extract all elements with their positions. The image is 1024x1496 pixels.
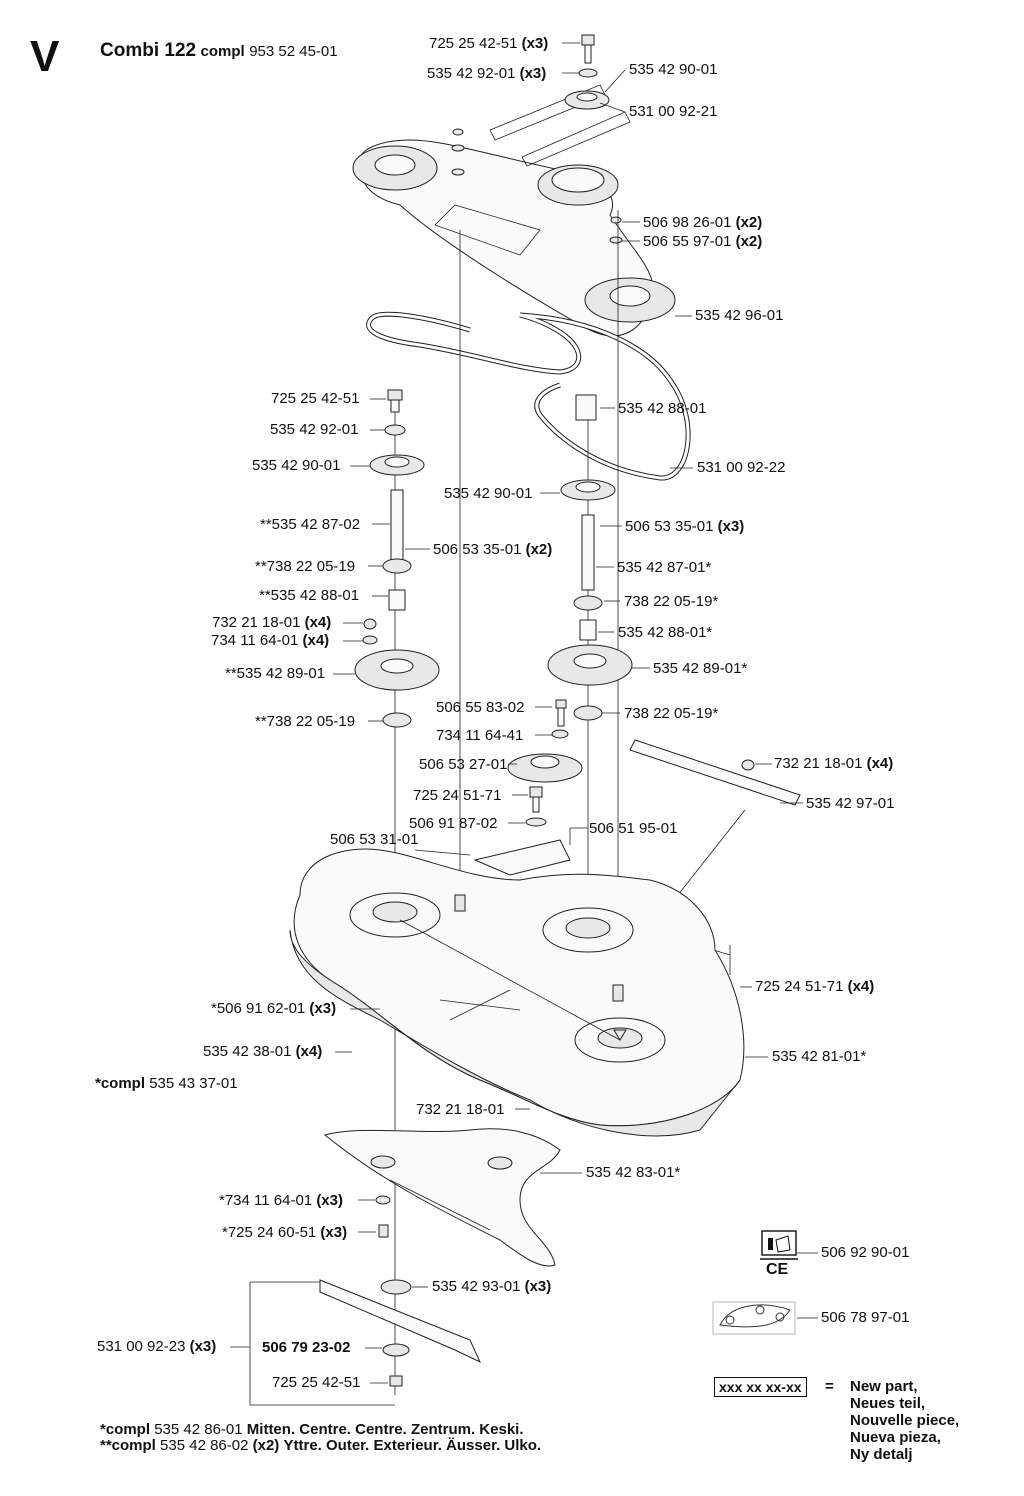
part-label: **535 42 88-01 (259, 587, 360, 604)
part-label: *734 11 64-01 (x3) (219, 1192, 343, 1209)
new-part-legend-box: xxx xx xx-xx (714, 1377, 807, 1397)
baffle-plate-drawing (323, 1128, 561, 1267)
part-label: 738 22 05-19* (624, 705, 719, 722)
blade-drawing (249, 1195, 482, 1406)
v-belt-drawing (366, 311, 691, 481)
part-label: 732 21 18-01 (x4) (212, 614, 332, 631)
part-label: 725 25 42-51 (272, 1374, 361, 1391)
part-label: 738 22 05-19* (624, 593, 719, 610)
compl-number: 953 52 45-01 (249, 43, 338, 60)
part-label: 506 55 83-02 (436, 699, 525, 716)
part-label: 506 53 35-01 (x3) (625, 518, 745, 535)
manual-ce-symbol (760, 1230, 798, 1260)
section-letter: V (30, 32, 60, 81)
part-label: 506 78 97-01 (821, 1309, 910, 1326)
part-label: 506 53 27-01 (419, 756, 508, 773)
legend-line: Nueva pieza, (850, 1429, 941, 1446)
model-name: Combi 122 (100, 40, 197, 61)
belt-cover-drawing (352, 84, 676, 337)
part-label: 506 53 35-01 (x2) (433, 541, 553, 558)
belt-routing-decal (712, 1301, 796, 1335)
part-label: 535 42 92-01 (270, 421, 359, 438)
part-label: **535 42 89-01 (225, 665, 326, 682)
legend-line: New part, (850, 1378, 918, 1395)
part-label: 535 42 90-01 (629, 61, 718, 78)
mower-deck-drawing (289, 848, 745, 1137)
part-label: 535 42 97-01 (806, 795, 895, 812)
part-label: 531 00 92-22 (697, 459, 786, 476)
part-label: 535 42 81-01* (772, 1048, 867, 1065)
footnote-centre: *compl 535 42 86-01 Mitten. Centre. Cent… (100, 1421, 524, 1438)
part-label: 725 24 51-71 (413, 787, 502, 804)
part-label: 535 42 89-01* (653, 660, 748, 677)
part-label: 535 42 90-01 (444, 485, 533, 502)
part-label: 506 92 90-01 (821, 1244, 910, 1261)
top-hardware-drawing (451, 34, 623, 244)
legend-line: Ny detalj (850, 1446, 913, 1463)
part-label: **738 22 05-19 (255, 558, 356, 575)
legend-line: Neues teil, (850, 1395, 926, 1412)
part-label: 535 42 87-01* (617, 559, 712, 576)
part-label: 734 11 64-41 (436, 727, 524, 744)
part-label: 725 25 42-51 (271, 390, 360, 407)
part-label: 535 42 92-01 (x3) (427, 65, 547, 82)
legend-equals: = (825, 1378, 834, 1395)
ce-mark: CE (766, 1261, 789, 1278)
leader-lines (230, 42, 818, 1384)
compl-word: compl (200, 43, 245, 60)
part-label: **535 42 87-02 (260, 516, 361, 533)
legend-line: Nouvelle piece, (850, 1412, 960, 1429)
part-label: 506 51 95-01 (589, 820, 678, 837)
part-label: 535 42 90-01 (252, 457, 341, 474)
part-label: 535 42 93-01 (x3) (432, 1278, 552, 1295)
part-label: 531 00 92-23 (x3) (97, 1338, 217, 1355)
diagram-title: Combi 122 compl 953 52 45-01 (100, 40, 338, 62)
part-label: *725 24 60-51 (x3) (222, 1224, 348, 1241)
part-label: 725 25 42-51 (x3) (429, 35, 549, 52)
part-label: **738 22 05-19 (255, 713, 356, 730)
part-label: 732 21 18-01 (x4) (774, 755, 894, 772)
part-label-new: 506 79 23-02 (262, 1339, 351, 1356)
part-label: 531 00 92-21 (629, 103, 718, 120)
part-label: 732 21 18-01 (416, 1101, 505, 1118)
part-label: 506 55 97-01 (x2) (643, 233, 763, 250)
part-label: 535 42 88-01 (618, 400, 707, 417)
part-label: 725 24 51-71 (x4) (755, 978, 875, 995)
part-label: 506 98 26-01 (x2) (643, 214, 763, 231)
left-spindle-drawing (354, 389, 440, 1395)
part-label: 506 53 31-01 (330, 831, 419, 848)
center-spindle-drawing (414, 210, 633, 1000)
part-label: 535 42 96-01 (695, 307, 784, 324)
footnote-outer: **compl 535 42 86-02 (x2) Yttre. Outer. … (100, 1437, 542, 1454)
part-label: *506 91 62-01 (x3) (211, 1000, 337, 1017)
compl-note: *compl 535 43 37-01 (95, 1075, 238, 1092)
part-label: 535 42 83-01* (586, 1164, 681, 1181)
new-part-legend-text: New part, Neues teil, Nouvelle piece, Nu… (850, 1378, 959, 1463)
part-label: 734 11 64-01 (x4) (211, 632, 330, 649)
part-label: 535 42 38-01 (x4) (203, 1043, 323, 1060)
part-label: 535 42 88-01* (618, 624, 713, 641)
part-label: 506 91 87-02 (409, 815, 498, 832)
